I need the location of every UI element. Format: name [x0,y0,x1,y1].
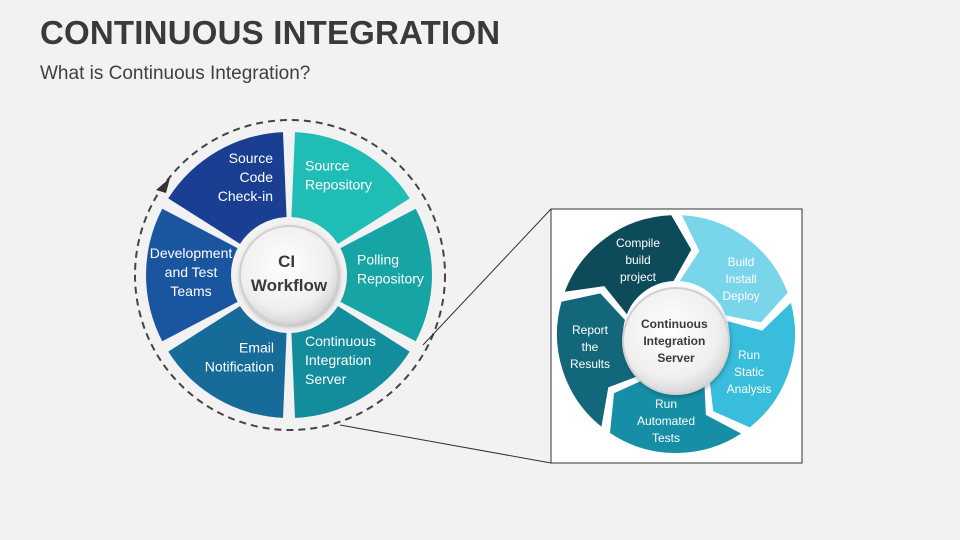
server-step-3-line-2: Automated [637,414,695,428]
workflow-segment-4-line-2: Notification [205,359,274,375]
workflow-hub-line-1: CI [278,252,295,271]
workflow-segments [146,132,433,418]
server-step-5-line-2: build [625,253,650,267]
workflow-segment-6 [168,132,287,244]
server-step-1-line-1: Build [728,255,755,269]
workflow-segment-5-line-3: Teams [170,283,211,299]
workflow-segment-5 [146,208,238,342]
server-step-1 [676,213,790,325]
server-step-1-line-2: Install [725,272,756,286]
server-step-4-line-2: the [582,340,599,354]
page-subtitle: What is Continuous Integration? [40,63,311,84]
server-step-4-line-3: Results [570,357,610,371]
workflow-segment-3-line-1: Continuous [305,333,376,349]
server-hub-line-2: Integration [643,334,705,348]
server-step-5-label: Compile build project [616,236,660,284]
zoom-connector-top [422,208,552,346]
server-step-2-line-2: Static [734,365,764,379]
workflow-hub [239,225,339,325]
server-step-5-line-3: project [620,270,657,284]
page-title: CONTINUOUS INTEGRATION [40,14,501,51]
workflow-segment-3-line-2: Integration [305,352,371,368]
server-step-3-line-1: Run [655,397,677,411]
workflow-segment-6-line-2: Code [240,169,274,185]
server-step-2-line-1: Run [738,348,760,362]
workflow-segment-2-line-1: Polling [357,252,399,268]
workflow-segment-3-line-3: Server [305,371,347,387]
workflow-segment-6-line-3: Check-in [218,188,273,204]
workflow-segment-1-line-2: Repository [305,177,372,193]
server-hub-line-1: Continuous [641,317,708,331]
workflow-hub-label: CI Workflow [251,252,328,295]
workflow-segment-5-line-2: and Test [165,264,218,280]
workflow-segment-1-line-1: Source [305,158,350,174]
server-step-5 [561,213,694,319]
server-hub-line-3: Server [657,351,695,365]
dashed-orbit [134,119,446,431]
server-cycle-steps [555,213,797,455]
workflow-segment-2 [340,208,433,342]
workflow-hub-line-2: Workflow [251,276,328,295]
workflow-segment-5-line-1: Development [150,245,233,261]
zoom-connector-bottom [339,424,552,464]
workflow-segment-3 [291,306,410,418]
server-cycle-hub-label: Continuous Integration Server [641,317,711,365]
workflow-segment-6-line-1: Source [229,150,274,166]
workflow-segment-4 [168,306,287,418]
server-step-5-line-1: Compile [616,236,660,250]
server-step-2-line-3: Analysis [727,382,772,396]
server-cycle-hub [622,287,730,395]
server-step-4-line-1: Report [572,323,609,337]
server-step-1-line-3: Deploy [722,289,759,303]
server-step-3-line-3: Tests [652,431,680,445]
orbit-arrowhead [156,178,170,193]
workflow-segment-2-line-2: Repository [357,271,424,287]
workflow-segment-1 [291,132,410,244]
workflow-segment-4-line-1: Email [239,340,274,356]
